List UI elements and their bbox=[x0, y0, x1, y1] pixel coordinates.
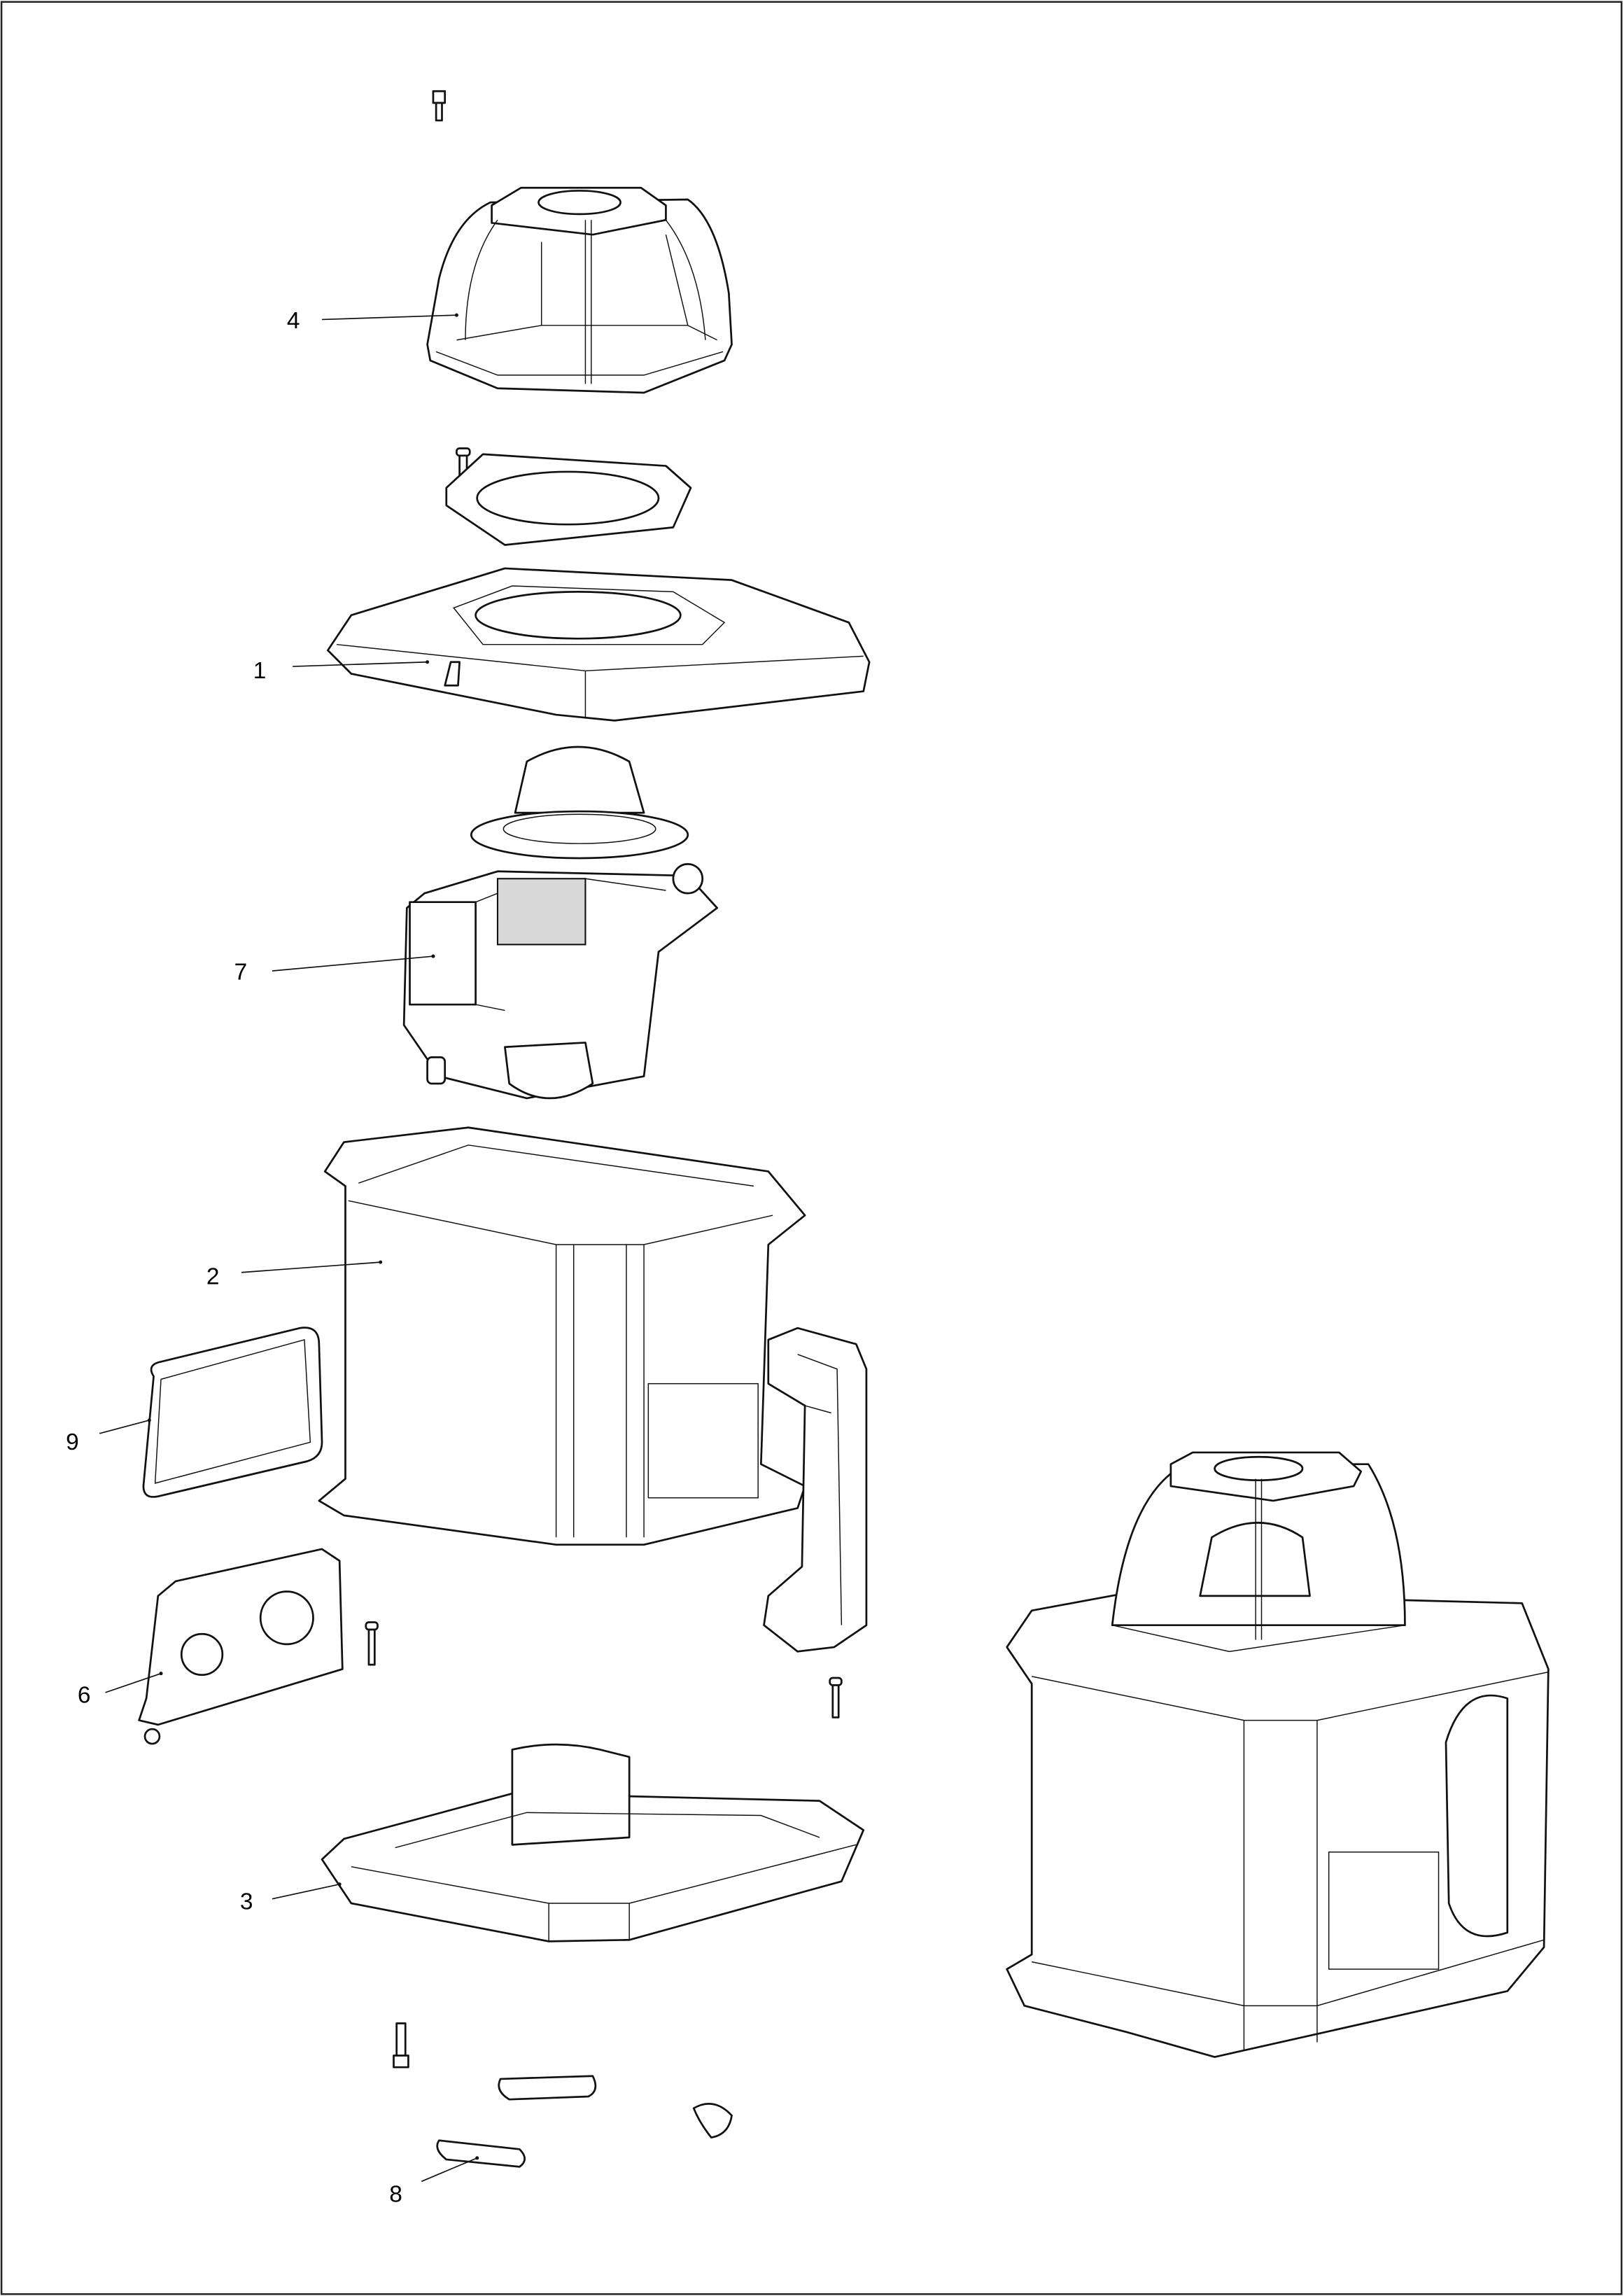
callout-label-3: 3 bbox=[240, 1889, 253, 1914]
part-4-top-cage bbox=[426, 186, 733, 394]
callout-1: 1 bbox=[253, 658, 430, 684]
callout-label-6: 6 bbox=[78, 1683, 91, 1709]
part-2-housing bbox=[318, 1126, 806, 1546]
screw-top bbox=[432, 90, 447, 122]
callout-label-2: 2 bbox=[206, 1264, 220, 1289]
part-8-feet bbox=[436, 2075, 733, 2168]
callout-label-8: 8 bbox=[389, 2182, 402, 2208]
screw-door bbox=[365, 1621, 379, 1666]
screw-bottom bbox=[393, 2022, 409, 2068]
ring-plate bbox=[445, 453, 692, 546]
callout-9: 9 bbox=[66, 1418, 151, 1455]
assembled-view bbox=[1006, 1451, 1550, 2058]
callout-label-7: 7 bbox=[234, 960, 248, 986]
callout-label-1: 1 bbox=[253, 658, 267, 684]
part-7-laser-module bbox=[402, 746, 718, 1100]
callout-label-9: 9 bbox=[66, 1429, 79, 1455]
handle bbox=[763, 1326, 868, 1653]
callout-3: 3 bbox=[240, 1882, 342, 1914]
callout-8: 8 bbox=[389, 2156, 479, 2208]
callout-6: 6 bbox=[78, 1672, 163, 1709]
screw-base bbox=[829, 1676, 843, 1718]
part-6-battery-door bbox=[138, 1548, 344, 1745]
part-1-top-cover bbox=[327, 567, 871, 722]
part-3-base bbox=[321, 1743, 865, 1942]
callout-label-4: 4 bbox=[287, 308, 300, 334]
callout-4: 4 bbox=[287, 308, 458, 334]
part-9-window-gasket bbox=[142, 1326, 323, 1498]
callout-2: 2 bbox=[206, 1260, 383, 1289]
callout-7: 7 bbox=[234, 954, 435, 986]
